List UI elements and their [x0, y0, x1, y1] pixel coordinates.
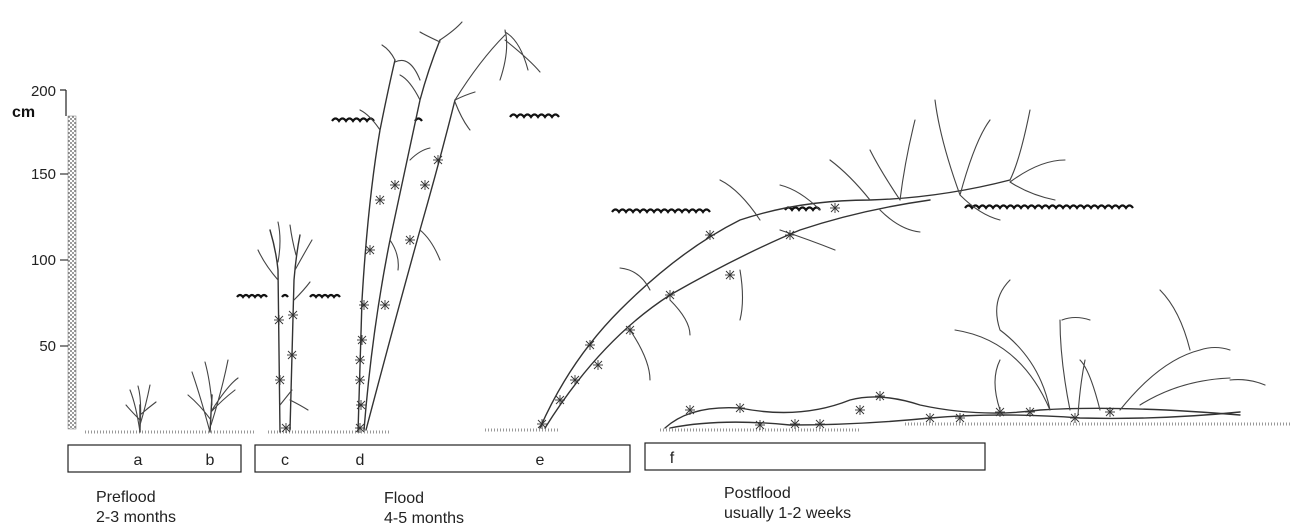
plant-stage-d [355, 22, 540, 433]
phase-name-flood: Flood [384, 490, 424, 507]
stage-box-postflood: f [645, 443, 985, 470]
plant-stage-e [537, 100, 1065, 429]
water-level-c [237, 295, 340, 297]
water-level-d [332, 115, 559, 122]
phase-duration-preflood: 2-3 months [96, 509, 176, 526]
stage-label-a: a [134, 452, 143, 469]
y-axis: 200 cm 150 100 50 [12, 83, 76, 429]
tick-label-100: 100 [31, 252, 56, 269]
plant-stage-c [258, 222, 312, 433]
phase-caption-preflood: Preflood 2-3 months [96, 489, 176, 526]
stage-box-preflood: a b [68, 445, 241, 472]
tick-label-150: 150 [31, 166, 56, 183]
plant-stage-a [126, 385, 156, 432]
stage-label-c: c [281, 452, 289, 469]
stage-box-flood: c d e [255, 445, 630, 472]
stage-label-b: b [206, 452, 215, 469]
axis-unit-label: cm [12, 104, 35, 121]
plant-stage-f [665, 280, 1265, 430]
water-depth-bar [68, 116, 76, 429]
water-level-e [612, 206, 1133, 213]
phase-name-postflood: Postflood [724, 485, 791, 502]
phase-duration-postflood: usually 1-2 weeks [724, 505, 851, 522]
plant-stage-b [188, 360, 238, 432]
water-levels [237, 115, 1133, 298]
stage-label-f: f [670, 450, 675, 467]
stage-label-d: d [356, 452, 365, 469]
phase-caption-flood: Flood 4-5 months [384, 490, 464, 527]
tick-label-50: 50 [39, 338, 56, 355]
phase-caption-postflood: Postflood usually 1-2 weeks [724, 485, 851, 522]
phase-name-preflood: Preflood [96, 489, 156, 506]
stage-label-e: e [536, 452, 545, 469]
phase-duration-flood: 4-5 months [384, 510, 464, 527]
tick-label-200: 200 [31, 83, 56, 100]
